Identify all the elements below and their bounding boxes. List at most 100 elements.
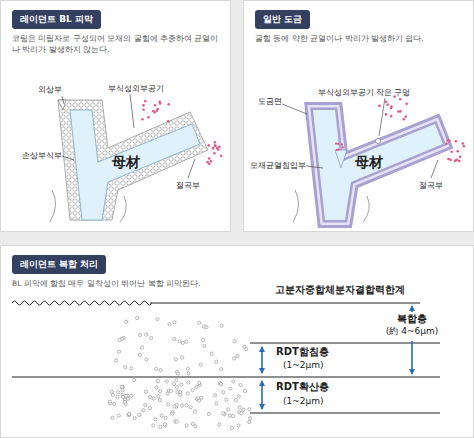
texture-dot: [138, 413, 141, 416]
texture-dot: [219, 382, 222, 385]
texture-dot: [455, 140, 458, 143]
texture-dot: [243, 345, 246, 348]
texture-dot: [378, 105, 381, 108]
texture-dot: [214, 141, 217, 144]
texture-dot: [399, 110, 402, 113]
texture-dot: [218, 423, 221, 426]
texture-dot: [214, 144, 217, 147]
texture-dot: [342, 146, 344, 148]
texture-dot: [123, 400, 126, 403]
texture-dot: [149, 407, 152, 410]
texture-dot: [225, 398, 228, 401]
texture-dot: [128, 412, 131, 415]
texture-dot: [185, 404, 188, 407]
texture-dot: [176, 372, 179, 375]
texture-dot: [218, 145, 221, 148]
texture-dot: [385, 100, 388, 103]
material-label: 母材: [112, 154, 140, 171]
texture-dot: [157, 395, 160, 398]
texture-dot: [207, 412, 210, 415]
texture-dot: [144, 100, 147, 103]
texture-dot: [232, 380, 235, 383]
texture-dot: [207, 144, 210, 147]
texture-dot: [139, 333, 142, 336]
material-label: 母材: [355, 154, 383, 171]
layer-label: RDT확산층: [276, 381, 329, 393]
texture-dot: [110, 390, 113, 393]
texture-dot: [198, 321, 201, 324]
texture-dot: [117, 350, 120, 353]
texture-dot: [140, 346, 143, 349]
texture-dot: [337, 143, 339, 145]
tag-text: 레이던트 복합 처리: [20, 259, 98, 269]
texture-dot: [187, 381, 190, 384]
texture-dot: [169, 389, 172, 392]
texture-dot: [152, 110, 155, 113]
part-label: 모재균열침입부: [250, 161, 306, 170]
texture-dot: [249, 417, 252, 420]
texture-dot: [386, 103, 389, 106]
texture-dot: [154, 418, 157, 421]
part-label: 부식성외부공기: [318, 88, 374, 97]
texture-dot: [152, 424, 155, 427]
texture-dot: [462, 142, 465, 145]
texture-dot: [227, 408, 230, 411]
texture-dot: [180, 404, 183, 407]
part-label: 절곡부: [176, 181, 200, 190]
texture-dot: [220, 324, 223, 327]
texture-dot: [200, 396, 203, 399]
texture-dot: [213, 152, 216, 155]
texture-dot: [116, 395, 119, 398]
title-tag: 레이던트 BL 피막: [12, 10, 101, 29]
texture-dot: [125, 320, 128, 323]
texture-dot: [167, 403, 170, 406]
tag-text: 일반 도금: [263, 14, 302, 24]
texture-dot: [144, 390, 147, 393]
texture-dot: [121, 389, 124, 392]
dimension: (1~2μm): [283, 360, 324, 371]
texture-dot: [385, 113, 388, 116]
texture-dot: [214, 144, 217, 147]
texture-dot: [133, 379, 136, 382]
texture-dot: [220, 368, 223, 371]
panel: BL 피막에 함침 매우 밀착성이 뛰어난 복합 피막된다.레이던트 복합 처리: [0, 245, 474, 438]
texture-dot: [445, 142, 448, 145]
texture-dot: [231, 414, 234, 417]
texture-dot: [233, 340, 236, 343]
part-label: 외상부: [38, 85, 62, 94]
texture-dot: [403, 118, 406, 121]
texture-dot: [239, 383, 242, 386]
texture-dot: [142, 104, 145, 107]
texture-dot: [236, 354, 239, 357]
texture-dot: [115, 359, 118, 362]
texture-dot: [174, 358, 177, 361]
texture-dot: [214, 394, 217, 397]
texture-dot: [186, 367, 189, 370]
texture-dot: [145, 333, 148, 336]
texture-dot: [142, 109, 145, 112]
part-label: 도금면: [258, 97, 282, 106]
texture-dot: [234, 398, 237, 401]
texture-dot: [113, 402, 116, 405]
texture-dot: [243, 389, 246, 392]
layer-label: 복합층: [397, 313, 427, 325]
texture-dot: [180, 383, 183, 386]
texture-dot: [165, 380, 168, 383]
texture-dot: [127, 413, 130, 416]
texture-dot: [164, 416, 167, 419]
texture-dot: [108, 400, 111, 403]
panel: 코팅은 미립자로 구성되어 모재의 굴힘에 추종하여 균열이나 박리가 발생하지…: [0, 0, 231, 232]
texture-dot: [463, 145, 466, 148]
texture-dot: [176, 391, 179, 394]
texture-dot: [390, 105, 393, 108]
texture-dot: [198, 399, 201, 402]
texture-dot: [130, 394, 133, 397]
description: 코팅은 미립자로 구성되어 모재의 굴힘에 추종하여 균열이나 박리가 발생하지…: [12, 34, 219, 56]
texture-dot: [156, 109, 159, 112]
texture-dot: [181, 341, 184, 344]
texture-dot: [228, 414, 231, 417]
texture-dot: [405, 115, 408, 118]
texture-dot: [136, 317, 139, 320]
texture-dot: [171, 412, 174, 415]
texture-dot: [217, 148, 220, 151]
